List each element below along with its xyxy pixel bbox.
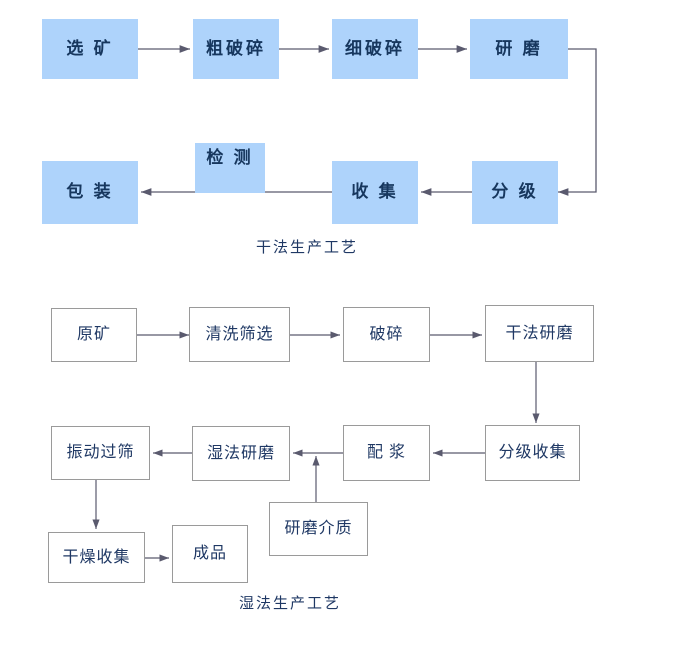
- node-chengpin[interactable]: 成品: [172, 525, 248, 583]
- node-ganzaoshouji[interactable]: 干燥收集: [48, 532, 145, 583]
- node-label: 粗破碎: [206, 38, 266, 58]
- node-label: 细破碎: [345, 38, 405, 58]
- node-xipousui[interactable]: 细破碎: [332, 19, 418, 79]
- node-label: 研 磨: [495, 38, 543, 58]
- node-shouji[interactable]: 收 集: [332, 161, 418, 224]
- caption-dry-process: 干法生产工艺: [256, 240, 359, 256]
- node-label: 研磨介质: [284, 520, 353, 538]
- node-label: 包 装: [66, 182, 114, 202]
- node-jiance[interactable]: 检 测: [195, 143, 265, 193]
- node-label: 选 矿: [66, 38, 114, 58]
- node-cupousui[interactable]: 粗破碎: [193, 19, 279, 79]
- node-label: 成品: [192, 545, 227, 563]
- node-label: 破碎: [369, 325, 404, 343]
- node-label: 检 测: [206, 148, 254, 167]
- node-label: 收 集: [351, 182, 399, 202]
- node-ganfayanmo[interactable]: 干法研磨: [485, 305, 594, 362]
- node-yanmojiezhi[interactable]: 研磨介质: [269, 502, 368, 556]
- node-baozhuang[interactable]: 包 装: [42, 161, 138, 224]
- node-peijiang[interactable]: 配 浆: [343, 425, 430, 481]
- node-label: 清洗筛选: [205, 325, 274, 343]
- node-label: 湿法研磨: [206, 444, 275, 462]
- node-label: 干燥收集: [62, 548, 131, 566]
- node-label: 配 浆: [366, 444, 406, 462]
- node-qingxishaixuan[interactable]: 清洗筛选: [189, 307, 290, 362]
- node-fenjishouji[interactable]: 分级收集: [485, 425, 580, 481]
- node-label: 振动过筛: [66, 444, 135, 462]
- caption-wet-process: 湿法生产工艺: [239, 596, 342, 612]
- node-yuankuang[interactable]: 原矿: [51, 308, 137, 362]
- node-label: 原矿: [76, 326, 111, 344]
- node-posui[interactable]: 破碎: [343, 307, 430, 362]
- node-shifayanmo[interactable]: 湿法研磨: [192, 426, 290, 481]
- node-fenji[interactable]: 分 级: [472, 161, 558, 224]
- node-xuankuang[interactable]: 选 矿: [42, 19, 138, 79]
- node-label: 干法研磨: [505, 324, 574, 342]
- node-zhendongguoshai[interactable]: 振动过筛: [51, 426, 150, 480]
- node-label: 分 级: [491, 182, 539, 202]
- node-yanmo[interactable]: 研 磨: [470, 19, 568, 79]
- node-label: 分级收集: [498, 444, 567, 462]
